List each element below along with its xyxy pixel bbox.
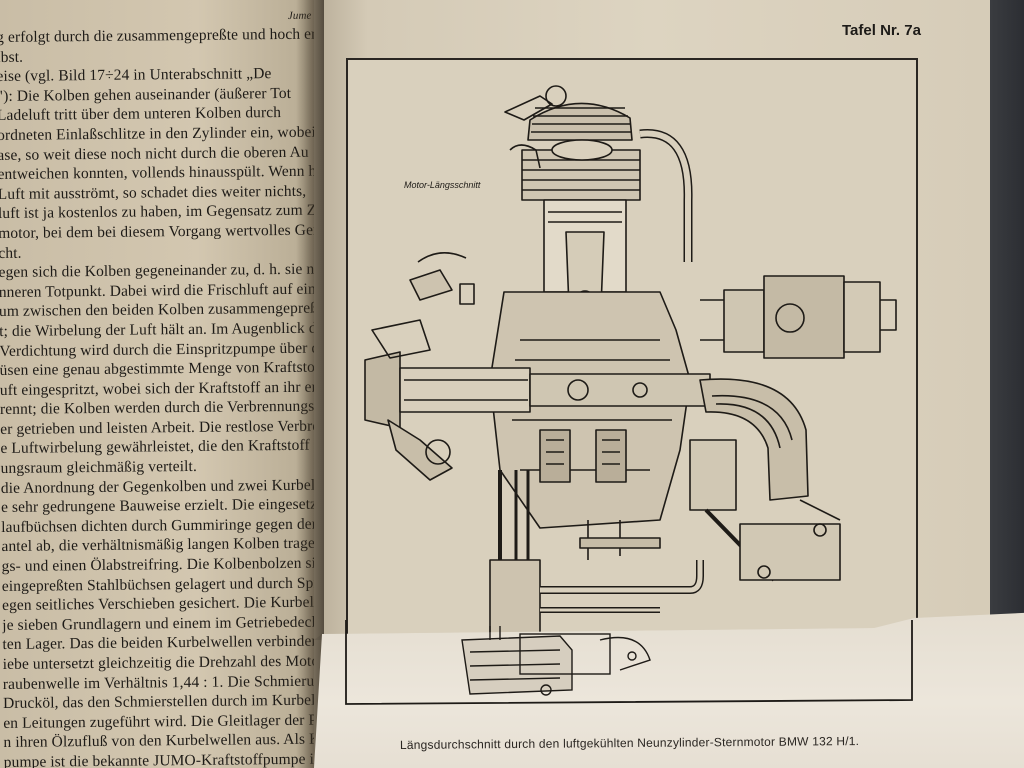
- left-book-page: Jume g erfolgt durch die zusammengepreßt…: [0, 0, 330, 768]
- magneto-assembly: [700, 275, 897, 359]
- oil-pipes: [489, 470, 704, 641]
- crankcase: [489, 291, 691, 529]
- plate-number: Tafel Nr. 7a: [842, 22, 921, 39]
- nose-section: [371, 252, 475, 481]
- book-gutter-shadow: [296, 0, 324, 768]
- lower-linkage: [704, 499, 841, 582]
- propeller-shaft: [364, 351, 711, 429]
- supercharger-housing: [689, 378, 809, 511]
- drawing-label: Motor-Längsschnitt: [404, 180, 481, 190]
- cylinder-head: [521, 102, 641, 201]
